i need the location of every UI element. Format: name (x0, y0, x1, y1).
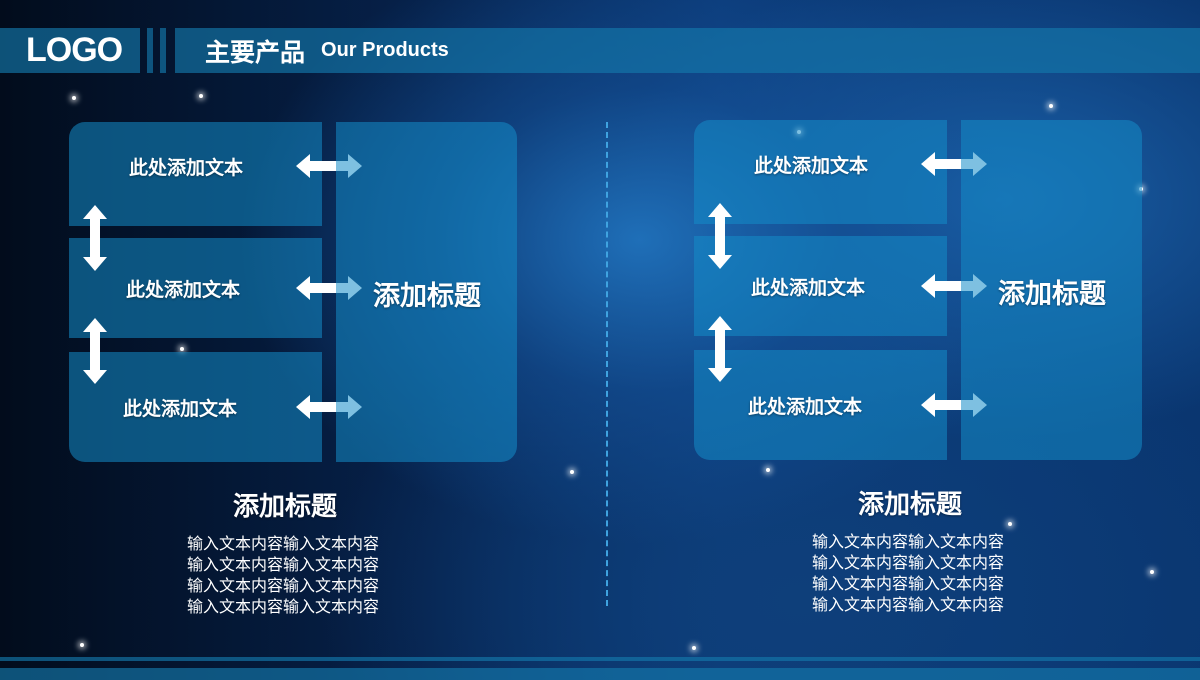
page-title-bar: 主要产品 Our Products (175, 28, 1200, 73)
text-box (694, 350, 947, 460)
text-box (69, 122, 322, 226)
center-divider (606, 122, 608, 606)
star (199, 94, 203, 98)
caption-line: 输入文本内容输入文本内容 (811, 553, 1004, 572)
logo: LOGO (0, 28, 140, 73)
caption-text: 输入文本内容输入文本内容输入文本内容输入文本内容输入文本内容输入文本内容输入文本… (133, 533, 433, 617)
item-text: 此处添加文本 (751, 277, 866, 299)
caption-line: 输入文本内容输入文本内容 (186, 576, 379, 595)
item-text: 此处添加文本 (754, 155, 869, 177)
double-arrow-vertical-icon (81, 205, 109, 275)
footer-band (0, 668, 1200, 680)
caption-title: 添加标题 (858, 490, 963, 520)
double-arrow-horizontal-icon (921, 150, 987, 182)
caption-text: 输入文本内容输入文本内容输入文本内容输入文本内容输入文本内容输入文本内容输入文本… (758, 531, 1058, 615)
double-arrow-horizontal-icon (296, 152, 362, 184)
star (80, 643, 84, 647)
title-box (961, 120, 1142, 460)
star (1008, 522, 1012, 526)
star (1049, 104, 1053, 108)
item-text: 此处添加文本 (129, 157, 244, 179)
caption-title: 添加标题 (233, 492, 338, 522)
text-box (69, 352, 322, 462)
side-title: 添加标题 (998, 279, 1106, 310)
caption-line: 输入文本内容输入文本内容 (811, 532, 1004, 551)
star (72, 96, 76, 100)
double-arrow-horizontal-icon (296, 274, 362, 306)
double-arrow-vertical-icon (81, 318, 109, 388)
text-box (694, 120, 947, 224)
star (570, 470, 574, 474)
title-box (336, 122, 517, 462)
item-text: 此处添加文本 (123, 398, 238, 420)
double-arrow-horizontal-icon (921, 391, 987, 423)
star (766, 468, 770, 472)
caption-line: 输入文本内容输入文本内容 (811, 595, 1004, 614)
double-arrow-vertical-icon (706, 316, 734, 386)
text-box (694, 236, 947, 336)
star (1150, 570, 1154, 574)
footer-line (0, 657, 1200, 661)
caption-line: 输入文本内容输入文本内容 (186, 597, 379, 616)
caption-line: 输入文本内容输入文本内容 (811, 574, 1004, 593)
double-arrow-horizontal-icon (921, 272, 987, 304)
caption-line: 输入文本内容输入文本内容 (186, 534, 379, 553)
star (180, 347, 184, 351)
text-box (69, 238, 322, 338)
star (692, 646, 696, 650)
double-arrow-vertical-icon (706, 203, 734, 273)
double-arrow-horizontal-icon (296, 393, 362, 425)
page-title: 主要产品 (205, 37, 306, 67)
item-text: 此处添加文本 (126, 279, 241, 301)
item-text: 此处添加文本 (748, 396, 863, 418)
header-divider (147, 28, 153, 73)
caption-line: 输入文本内容输入文本内容 (186, 555, 379, 574)
page-subtitle: Our Products (321, 39, 449, 61)
header-divider (160, 28, 166, 73)
side-title: 添加标题 (373, 281, 481, 312)
